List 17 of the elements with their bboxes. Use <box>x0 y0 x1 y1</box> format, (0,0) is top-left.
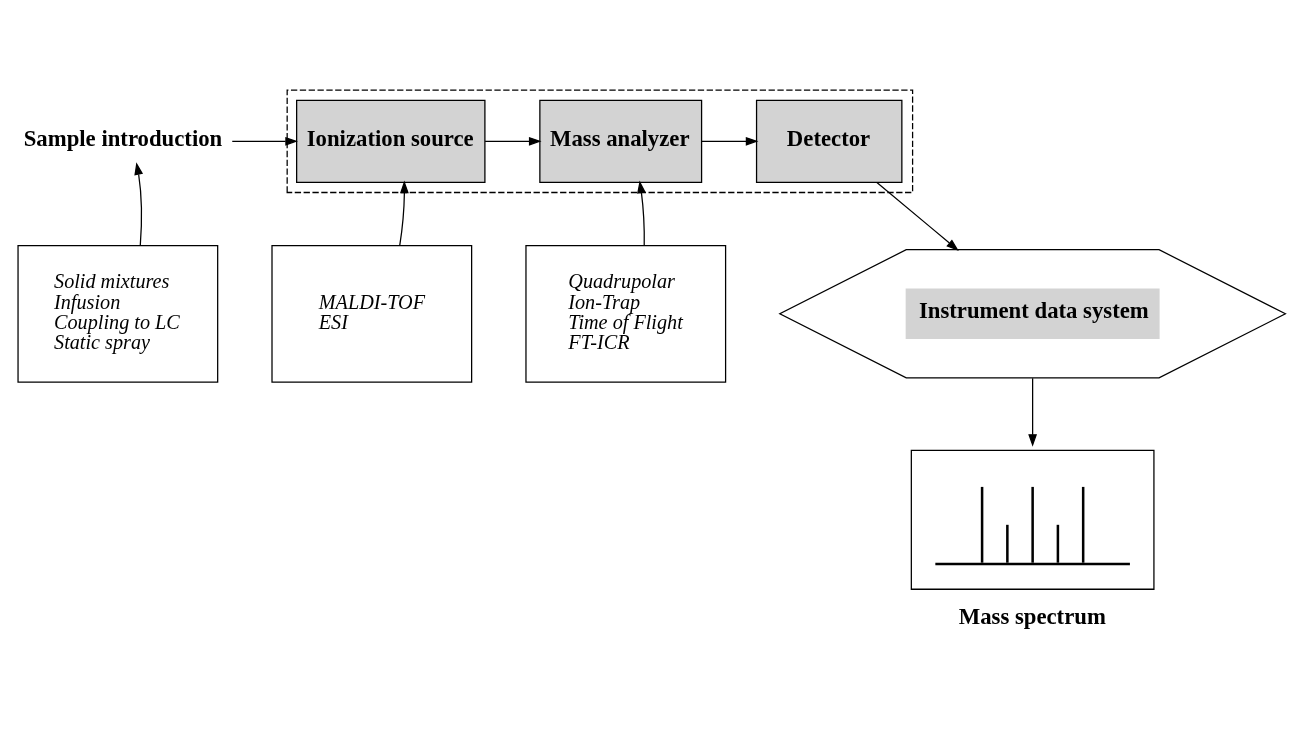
arrow <box>399 180 409 246</box>
arrow <box>134 162 144 246</box>
arrow <box>637 180 646 246</box>
node-box: Quadrupolar Ion-Trap Time of Flight FT-ICR <box>525 244 727 383</box>
arrow <box>1028 377 1038 447</box>
node-box: Solid mixtures Infusion Coupling to LC Static spray <box>17 244 219 383</box>
arrow <box>701 136 759 146</box>
node-label: Mass spectrum <box>958 603 1106 629</box>
arrow <box>231 136 298 146</box>
arrow <box>484 136 542 146</box>
arrow <box>876 181 959 251</box>
node-box: MALDI-TOF ESI <box>271 244 473 383</box>
node-box: Mass analyzer <box>539 99 703 184</box>
node-text: Sample introduction <box>23 125 223 151</box>
node-box: Detector <box>755 99 903 184</box>
node-box: Ionization source <box>296 99 486 184</box>
node-picture <box>910 449 1155 590</box>
